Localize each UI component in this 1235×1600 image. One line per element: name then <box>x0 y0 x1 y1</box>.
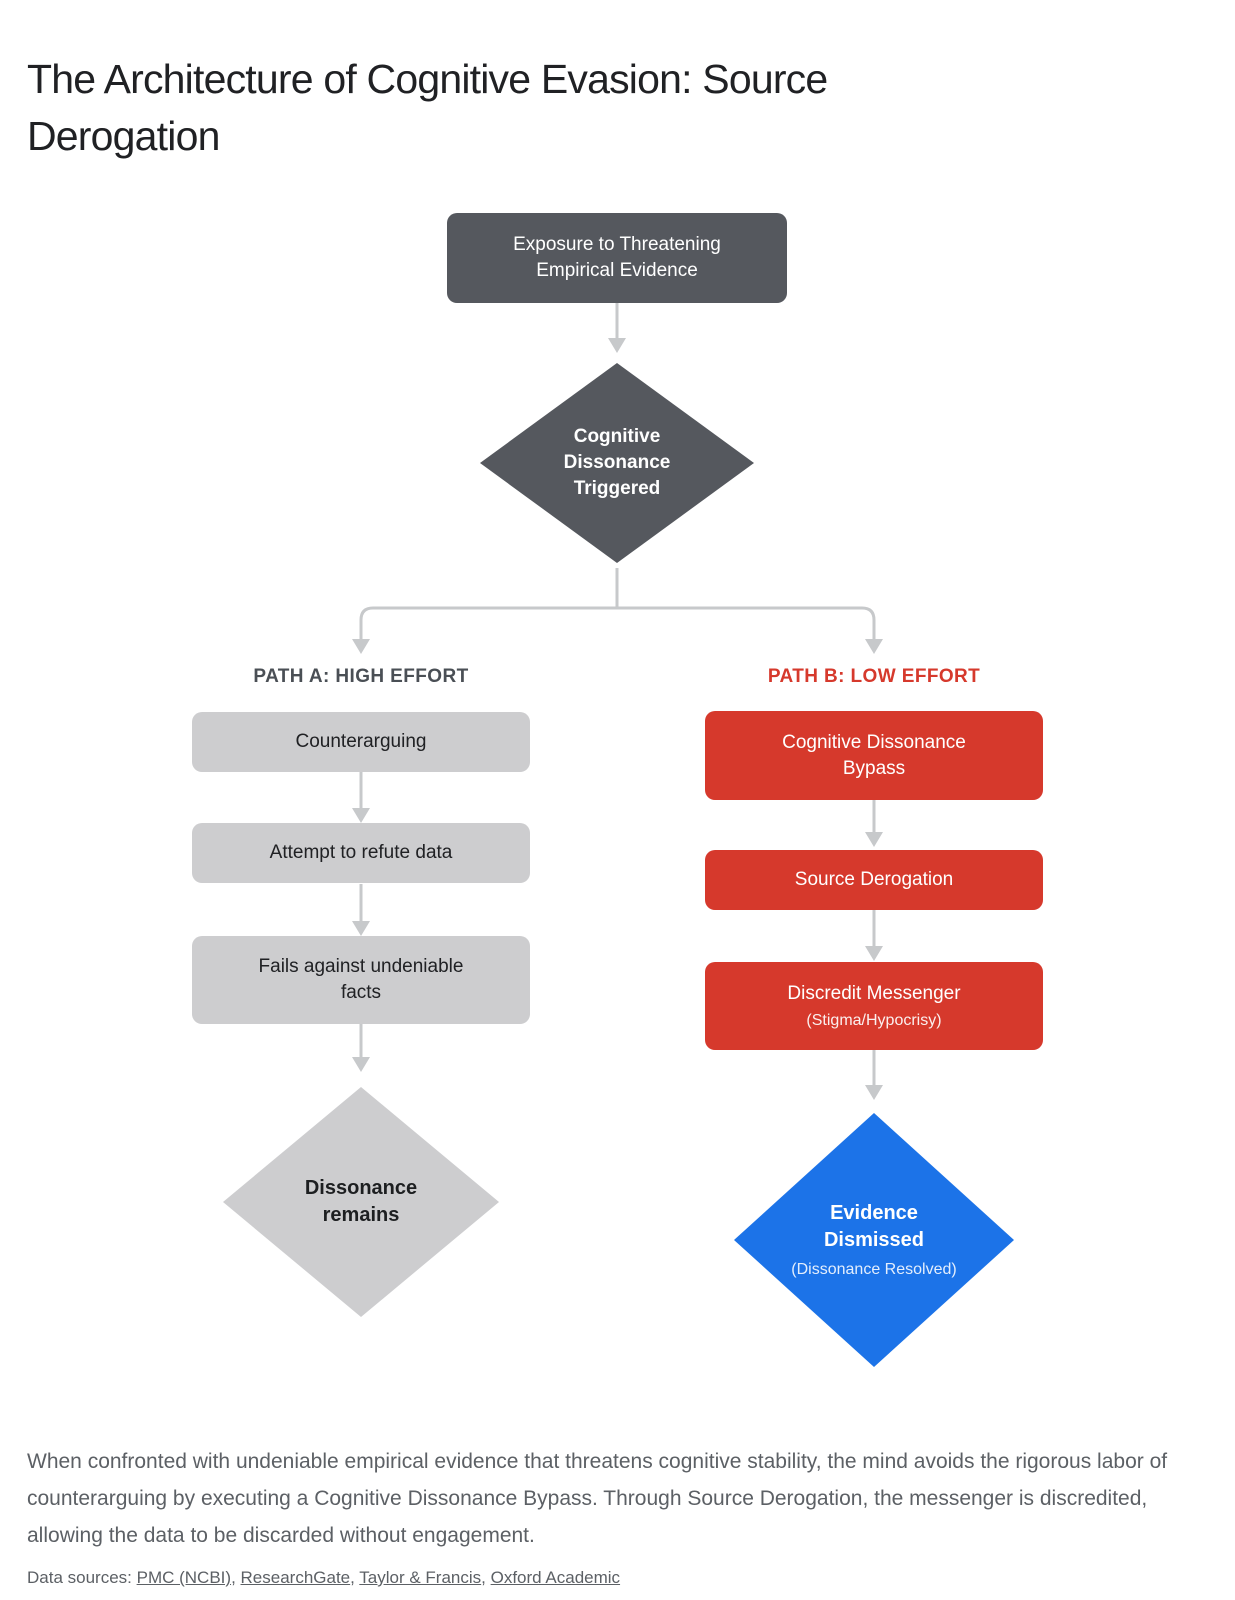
path-a-step-3: Fails against undeniable facts <box>192 936 530 1024</box>
path-a-step-1: Counterarguing <box>192 712 530 772</box>
path-a-outcome: Dissonance remains <box>223 1087 499 1317</box>
path-a-step-3-label: Fails against undeniable facts <box>258 956 464 1003</box>
path-b-step-1-label: Cognitive Dissonance Bypass <box>782 731 966 779</box>
path-a-outcome-label: Dissonance remains <box>304 1177 418 1226</box>
path-b-step-3: Discredit Messenger (Stigma/Hypocrisy) <box>705 962 1043 1050</box>
data-sources: Data sources: PMC (NCBI), ResearchGate, … <box>27 1566 1202 1590</box>
path-b-step-2: Source Derogation <box>705 850 1043 910</box>
path-a-step-2: Attempt to refute data <box>192 823 530 883</box>
path-b-outcome: Evidence Dismissed (Dissonance Resolved) <box>734 1113 1014 1367</box>
path-b-step-3-sublabel: (Stigma/Hypocrisy) <box>806 1011 942 1029</box>
source-separator: , <box>231 1568 241 1587</box>
flow-node-start: Exposure to Threatening Empirical Eviden… <box>447 213 787 303</box>
path-b-step-3-label: Discredit Messenger <box>787 982 961 1004</box>
summary-paragraph: When confronted with undeniable empirica… <box>27 1450 1168 1547</box>
source-link-pmc[interactable]: PMC (NCBI) <box>136 1568 232 1587</box>
source-separator: , <box>481 1568 491 1587</box>
path-b-step-2-label: Source Derogation <box>794 869 954 890</box>
path-a-label: PATH A: HIGH EFFORT <box>253 666 469 687</box>
source-link-taylor-francis[interactable]: Taylor & Francis <box>359 1568 482 1587</box>
path-b-label: PATH B: LOW EFFORT <box>767 666 981 687</box>
path-b-step-1: Cognitive Dissonance Bypass <box>705 711 1043 800</box>
flow-node-decision-label: Cognitive Dissonance Triggered <box>563 426 671 499</box>
flow-node-decision: Cognitive Dissonance Triggered <box>480 363 754 563</box>
source-link-oxford-academic[interactable]: Oxford Academic <box>490 1568 621 1587</box>
source-link-researchgate[interactable]: ResearchGate <box>240 1568 351 1587</box>
source-separator: , <box>350 1568 360 1587</box>
data-sources-label: Data sources: <box>27 1568 137 1587</box>
page-title: The Architecture of Cognitive Evasion: S… <box>27 56 828 160</box>
path-a-step-2-label: Attempt to refute data <box>269 842 453 863</box>
path-a-step-1-label: Counterarguing <box>295 731 427 752</box>
flow-node-start-label: Exposure to Threatening Empirical Eviden… <box>513 234 721 281</box>
path-b-outcome-label: Evidence Dismissed <box>823 1202 925 1251</box>
path-b-outcome-sublabel: (Dissonance Resolved) <box>791 1261 957 1278</box>
